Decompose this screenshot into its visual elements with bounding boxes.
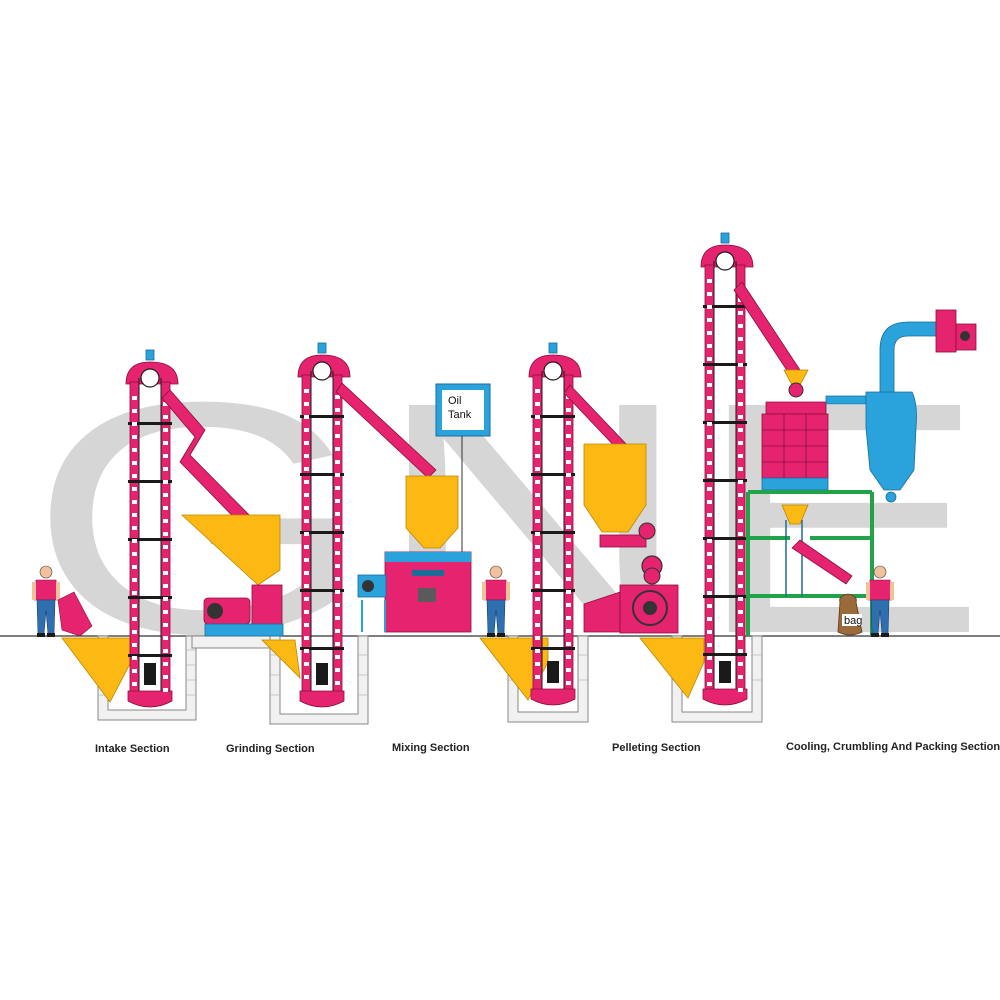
oil-tank-label-2: Tank [448, 409, 472, 421]
bucket-elevator [700, 232, 754, 706]
pellet-mill [583, 443, 679, 634]
mixer: Oil Tank [357, 383, 491, 633]
bag-label: bag [844, 615, 862, 627]
oil-tank-label-1: Oil [448, 395, 461, 407]
grinding-hopper [180, 514, 281, 586]
cyclone [865, 391, 917, 491]
workers [32, 565, 894, 637]
section-label-pelleting: Pelleting Section [612, 742, 701, 754]
section-label-cooling-packing: Cooling, Crumbling And Packing Section [786, 741, 1000, 753]
worker [32, 565, 60, 637]
hammer-mill [251, 584, 283, 626]
worker [482, 565, 510, 637]
intake-pits [61, 637, 705, 703]
bucket-elevator [528, 342, 582, 706]
bucket-elevators [125, 232, 754, 708]
section-labels: Intake Section Grinding Section Mixing S… [95, 741, 1000, 755]
pellet-bin [583, 443, 647, 533]
section-label-intake: Intake Section [95, 743, 170, 755]
intake-sack [57, 591, 93, 637]
section-label-grinding: Grinding Section [226, 743, 315, 755]
grinding-machine [180, 514, 284, 637]
cooler-section: bag [746, 309, 977, 636]
bucket-elevator [125, 349, 179, 708]
crumbler-screen [791, 539, 853, 585]
worker [866, 565, 894, 637]
bucket-elevator [297, 342, 351, 708]
mixer-bin [405, 475, 459, 549]
section-label-mixing: Mixing Section [392, 742, 470, 754]
